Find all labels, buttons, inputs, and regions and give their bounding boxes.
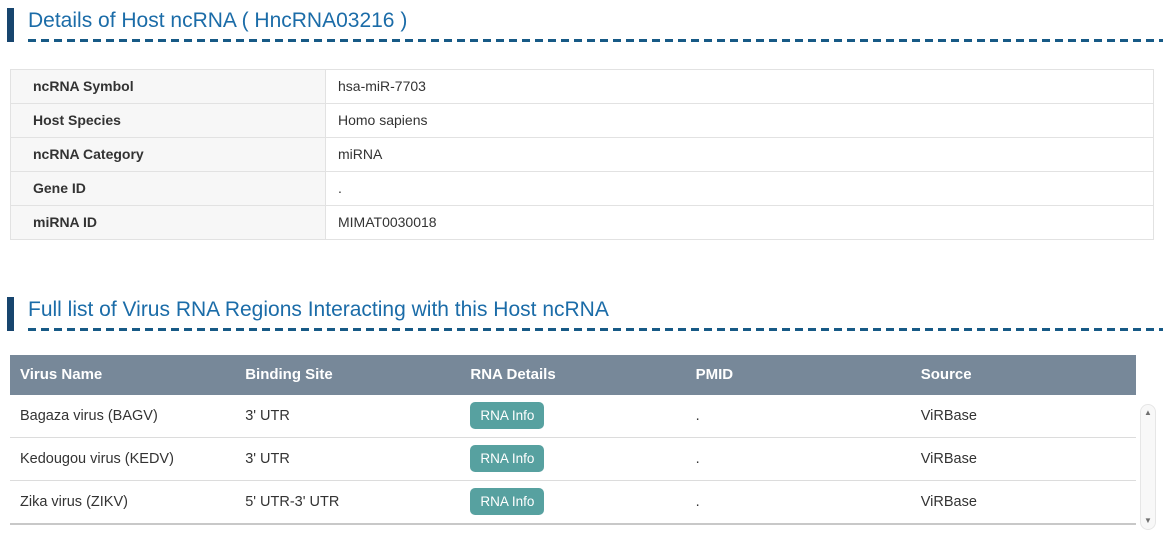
source-cell: ViRBase xyxy=(910,480,1136,525)
section-header-content: Full list of Virus RNA Regions Interacti… xyxy=(14,297,1163,331)
column-header: RNA Details xyxy=(460,354,686,395)
table-row: miRNA ID MIMAT0030018 xyxy=(10,204,1154,240)
row-value: miRNA xyxy=(325,136,1154,172)
row-value: Homo sapiens xyxy=(325,102,1154,138)
table-row: ncRNA Symbol hsa-miR-7703 xyxy=(10,68,1154,104)
row-label: Host Species xyxy=(10,102,326,138)
row-label: miRNA ID xyxy=(10,204,326,240)
table-row: ncRNA Category miRNA xyxy=(10,136,1154,172)
rna-details-cell: RNA Info xyxy=(460,480,686,525)
pmid-cell: . xyxy=(685,437,911,481)
dashed-divider xyxy=(28,38,1163,42)
row-label: Gene ID xyxy=(10,170,326,206)
column-header: PMID xyxy=(685,354,911,395)
pmid-cell: . xyxy=(685,394,911,438)
scroll-up-icon[interactable]: ▲ xyxy=(1144,408,1152,417)
binding-site-cell: 3' UTR xyxy=(235,437,461,481)
host-ncrna-details-table: ncRNA Symbol hsa-miR-7703 Host Species H… xyxy=(10,68,1154,240)
column-header: Binding Site xyxy=(235,354,461,395)
table-row: Kedougou virus (KEDV) 3' UTR RNA Info . … xyxy=(10,437,1136,481)
section-accent-bar xyxy=(7,296,14,331)
table-header-row: Virus Name Binding Site RNA Details PMID… xyxy=(10,354,1136,395)
table-row: Gene ID . xyxy=(10,170,1154,206)
rna-details-cell: RNA Info xyxy=(460,437,686,481)
rna-details-cell: RNA Info xyxy=(460,394,686,438)
host-ncrna-section-title: Details of Host ncRNA ( HncRNA03216 ) xyxy=(28,9,408,32)
rna-info-button[interactable]: RNA Info xyxy=(470,488,545,516)
table-row: Host Species Homo sapiens xyxy=(10,102,1154,138)
virus-regions-section-title: Full list of Virus RNA Regions Interacti… xyxy=(28,297,609,321)
virus-name-cell: Bagaza virus (BAGV) xyxy=(10,394,236,438)
host-ncrna-section-header: Details of Host ncRNA ( HncRNA03216 ) xyxy=(7,8,1163,42)
row-value: hsa-miR-7703 xyxy=(325,68,1154,104)
column-header: Virus Name xyxy=(10,354,236,395)
row-label: ncRNA Symbol xyxy=(10,68,326,104)
row-label: ncRNA Category xyxy=(10,136,326,172)
virus-table-scrollbar[interactable]: ▲ ▼ xyxy=(1140,404,1156,530)
rna-info-button[interactable]: RNA Info xyxy=(470,445,545,473)
dashed-divider xyxy=(28,327,1163,331)
row-value: MIMAT0030018 xyxy=(325,204,1154,240)
virus-name-cell: Kedougou virus (KEDV) xyxy=(10,437,236,481)
column-header: Source xyxy=(910,354,1136,395)
section-header-content: Details of Host ncRNA ( HncRNA03216 ) xyxy=(14,8,1163,42)
scroll-down-icon[interactable]: ▼ xyxy=(1144,516,1152,525)
row-value: . xyxy=(325,170,1154,206)
binding-site-cell: 3' UTR xyxy=(235,394,461,438)
virus-regions-section-header: Full list of Virus RNA Regions Interacti… xyxy=(7,296,1163,331)
section-accent-bar xyxy=(7,8,14,42)
virus-name-cell: Zika virus (ZIKV) xyxy=(10,480,236,525)
binding-site-cell: 5' UTR-3' UTR xyxy=(235,480,461,525)
rna-info-button[interactable]: RNA Info xyxy=(470,402,545,430)
source-cell: ViRBase xyxy=(910,394,1136,438)
table-row: Zika virus (ZIKV) 5' UTR-3' UTR RNA Info… xyxy=(10,480,1136,525)
pmid-cell: . xyxy=(685,480,911,525)
table-row: Bagaza virus (BAGV) 3' UTR RNA Info . Vi… xyxy=(10,394,1136,438)
source-cell: ViRBase xyxy=(910,437,1136,481)
virus-regions-table: Virus Name Binding Site RNA Details PMID… xyxy=(10,354,1136,525)
